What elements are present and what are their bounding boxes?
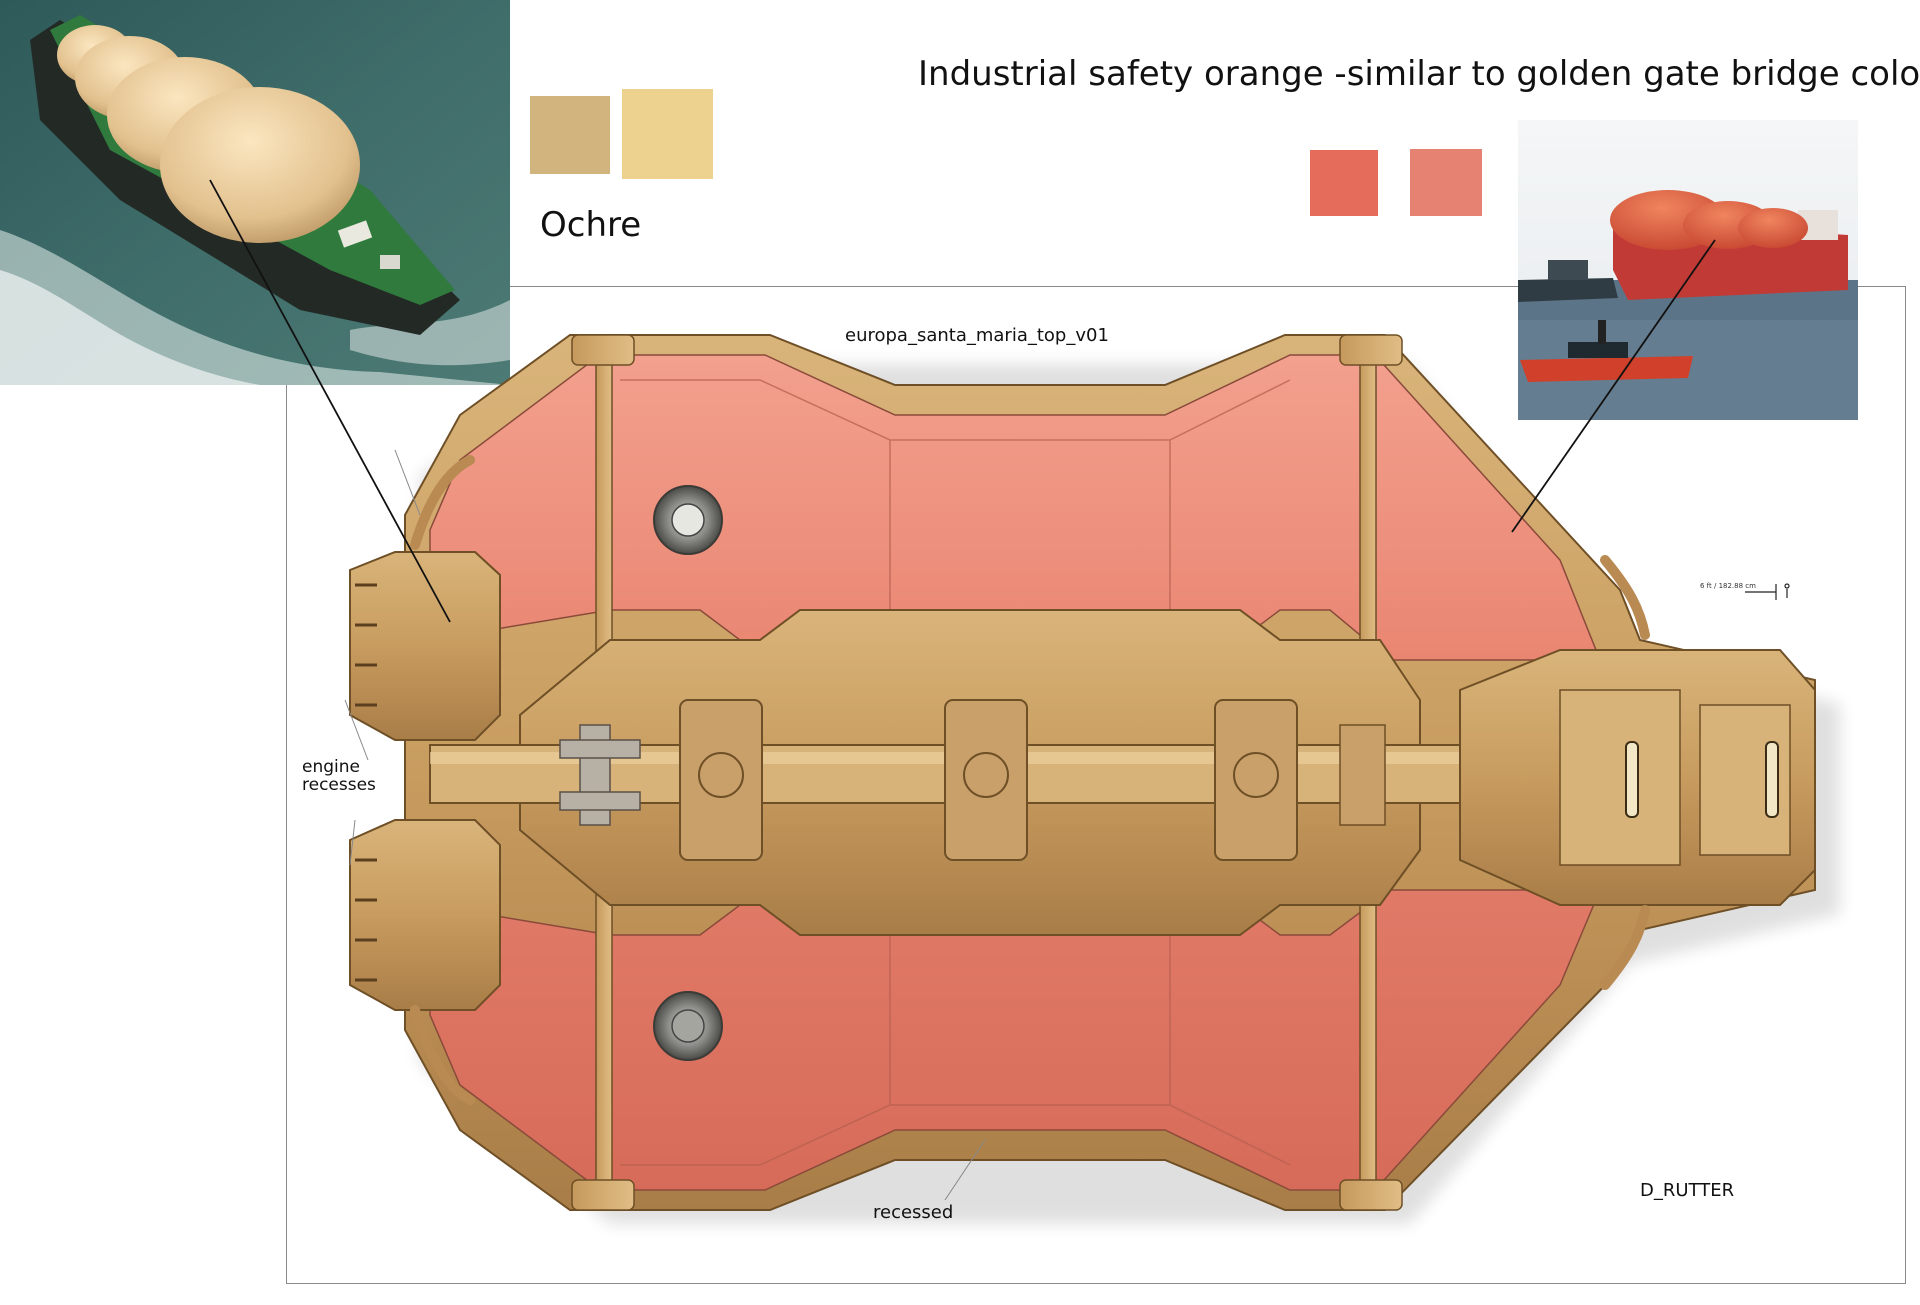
ochre-swatch-dark	[530, 96, 610, 174]
engine-label-line1: engine	[302, 757, 360, 777]
ochre-swatch-light	[622, 89, 713, 179]
lng-carrier-ocean-photo	[0, 0, 510, 385]
engine-label-line2: recesses	[302, 775, 376, 795]
lng-tanker-harbor-photo	[1518, 120, 1858, 420]
scale-note: 6 ft / 182.88 cm	[1700, 582, 1756, 590]
orange-swatch-light	[1410, 149, 1482, 216]
designer-signature: D_RUTTER	[1640, 1180, 1735, 1201]
file-name-label: europa_santa_maria_top_v01	[845, 325, 1109, 346]
recessed-label: recessed	[873, 1202, 954, 1223]
orange-swatch-dark	[1310, 150, 1378, 216]
engine-recesses-label: engine recesses	[302, 758, 376, 794]
ochre-label: Ochre	[540, 205, 642, 245]
color-note-title: Industrial safety orange -similar to gol…	[918, 54, 1920, 94]
drawing-frame	[286, 286, 1906, 1284]
